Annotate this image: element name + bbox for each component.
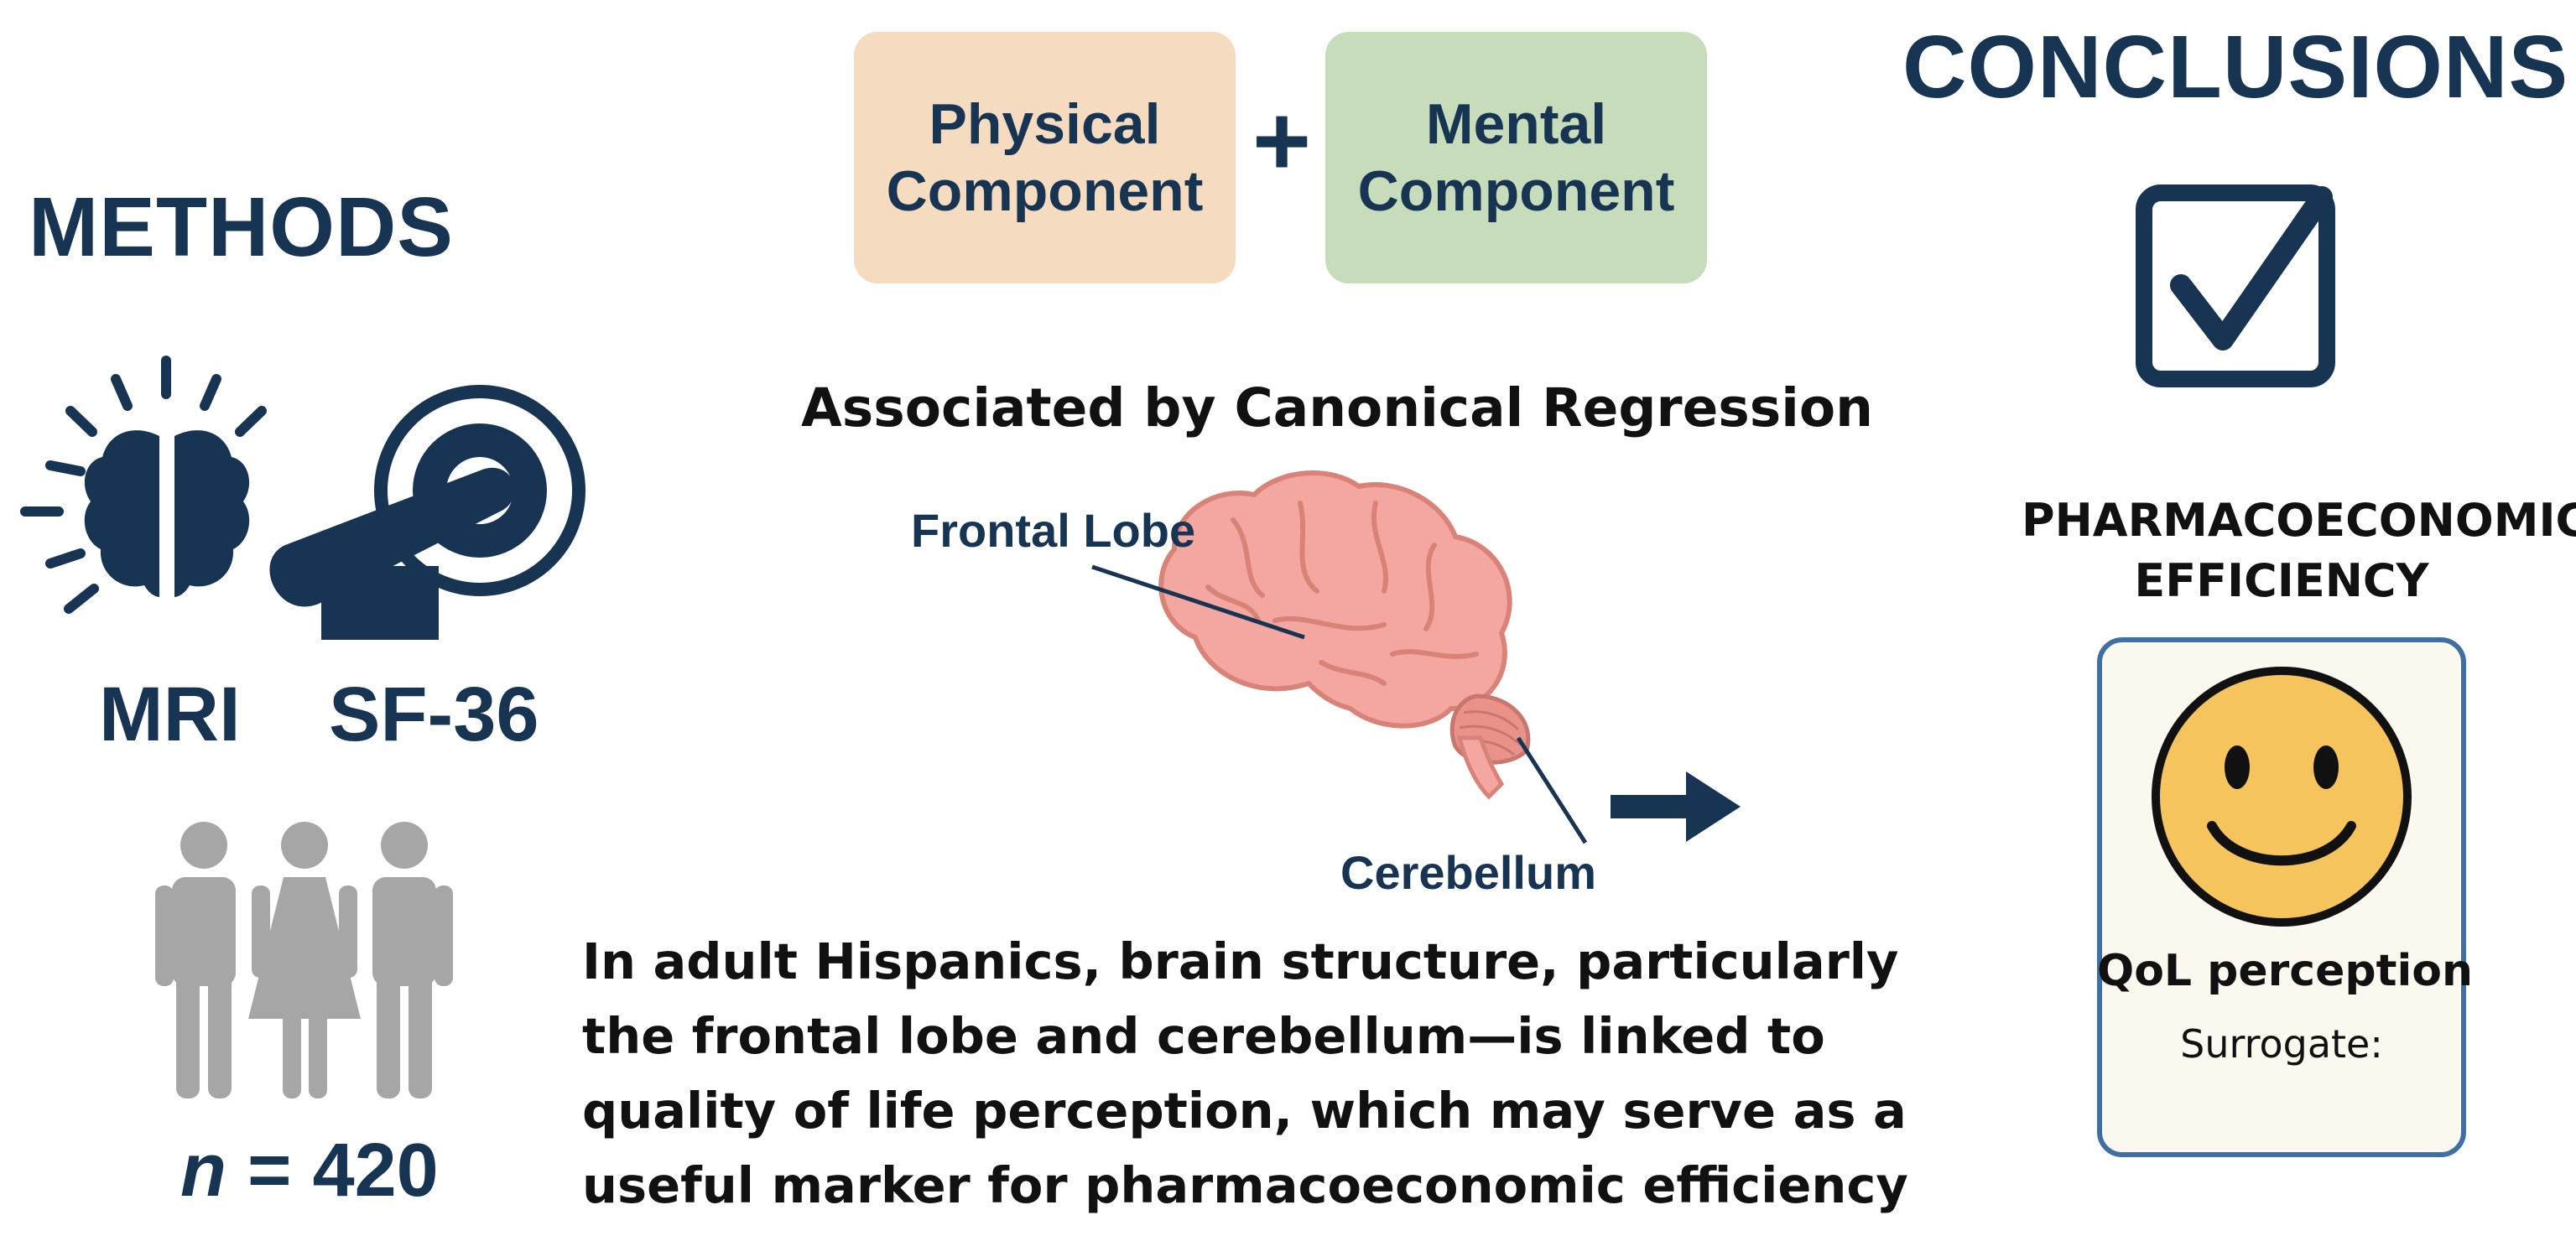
arrow-right-icon	[1611, 771, 1741, 842]
n-value: = 420	[247, 1129, 439, 1213]
qol-perception-label: QoL perception	[2097, 946, 2474, 996]
cerebellum-label: Cerebellum	[1340, 846, 1596, 899]
plus-sign: +	[1252, 85, 1312, 197]
sf36-label: SF-36	[329, 672, 539, 757]
mental-line-2: Component	[1357, 159, 1675, 223]
regression-label: Associated by Canonical Regression	[801, 377, 1874, 439]
pharmacoeconomic-efficiency-title: PHARMACOECONOMIC EFFICIENCY	[2022, 491, 2576, 611]
summary-text: In adult Hispanics, brain structure, par…	[582, 924, 2008, 1223]
summary-line-4: useful marker for pharmacoeconomic effic…	[582, 1156, 1908, 1214]
summary-line-1: In adult Hispanics, brain structure, par…	[582, 932, 1899, 990]
checkbox-icon	[2136, 184, 2335, 387]
pharma-line-2: EFFICIENCY	[2134, 554, 2429, 607]
mri-scanner-icon	[269, 385, 585, 640]
smiley-face-icon	[2152, 667, 2412, 927]
physical-line-2: Component	[886, 159, 1204, 223]
conclusions-title: CONCLUSIONS	[1902, 18, 2569, 117]
mental-line-1: Mental	[1425, 91, 1607, 156]
brain-icon	[20, 356, 267, 614]
summary-line-3: quality of life perception, which may se…	[582, 1082, 1907, 1140]
methods-title: METHODS	[29, 180, 454, 274]
summary-line-2: the frontal lobe and cerebellum—is linke…	[582, 1007, 1825, 1065]
pharma-line-1: PHARMACOECONOMIC	[2022, 494, 2576, 547]
mental-component-box: Mental Component	[1325, 32, 1707, 283]
physical-line-1: Physical	[929, 91, 1161, 156]
n-symbol: n	[180, 1129, 226, 1213]
mri-label: MRI	[99, 672, 241, 757]
people-icon	[155, 822, 453, 1098]
sample-size-label: n = 420	[180, 1128, 439, 1214]
physical-component-box: Physical Component	[854, 32, 1236, 283]
frontal-lobe-label: Frontal Lobe	[911, 504, 1196, 557]
surrogate-label: Surrogate:	[2180, 1021, 2383, 1067]
brain-illustration	[1091, 470, 1588, 844]
